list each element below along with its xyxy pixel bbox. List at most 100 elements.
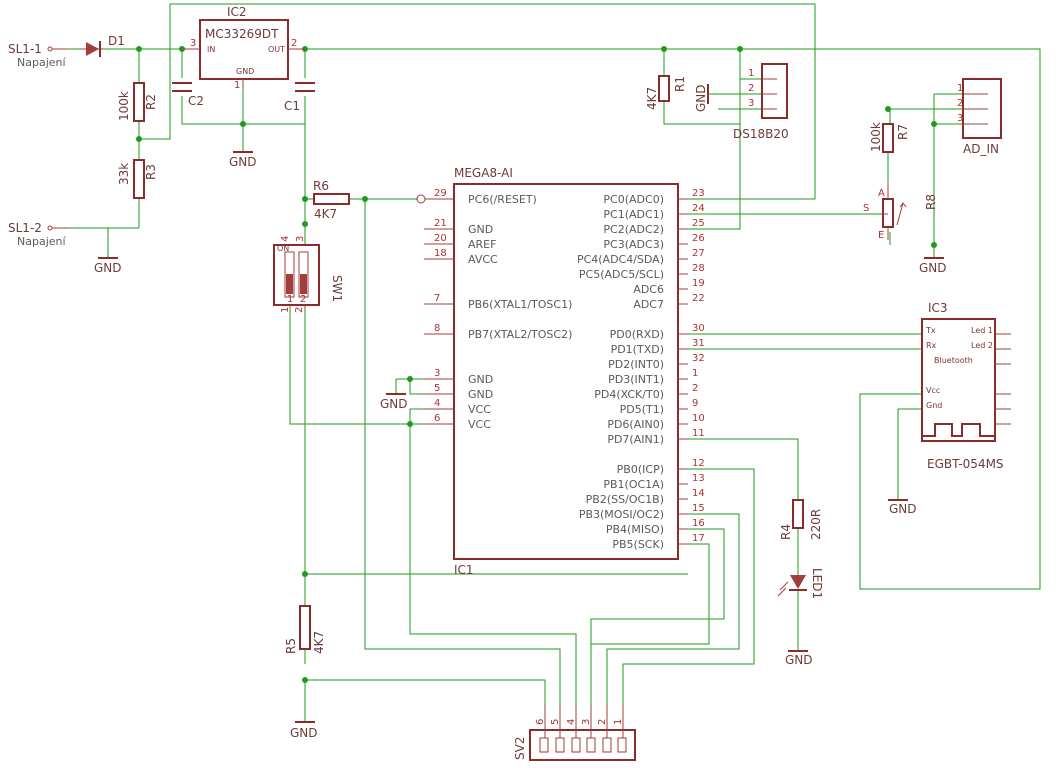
mcu-pin-name: PD6(AIN0) bbox=[607, 418, 664, 431]
resistor-r4: R4 220R bbox=[779, 499, 823, 540]
ic3-name: IC3 bbox=[928, 301, 948, 315]
mcu-pin-num: 10 bbox=[692, 413, 705, 424]
gnd-label: GND bbox=[290, 726, 318, 740]
diode-d1: D1 bbox=[80, 34, 125, 57]
mcu-pin-name: ADC6 bbox=[633, 283, 664, 296]
ic1-value: MEGA8-AI bbox=[454, 166, 513, 180]
mcu-pin-num: 3 bbox=[434, 368, 440, 379]
resistor-r5: R5 4K7 bbox=[284, 605, 326, 654]
ic2-pin-in: IN bbox=[207, 45, 215, 54]
r5-name: R5 bbox=[284, 638, 298, 654]
sv2-pin-4: 4 bbox=[566, 719, 577, 725]
mcu-pin-num: 8 bbox=[434, 323, 440, 334]
mcu-pin-name: PC1(ADC1) bbox=[603, 208, 664, 221]
mcu-pin-num: 23 bbox=[692, 188, 705, 199]
sv2-pin-5: 5 bbox=[550, 719, 561, 725]
mcu-pin-num: 9 bbox=[692, 398, 698, 409]
mcu-pin-num: 32 bbox=[692, 353, 705, 364]
r1-name: R1 bbox=[673, 76, 687, 92]
c2-label: C2 bbox=[188, 94, 204, 108]
mcu-pin-name: PD4(XCK/T0) bbox=[594, 388, 664, 401]
capacitor-c1: C1 bbox=[284, 82, 315, 113]
mcu-pin-num: 13 bbox=[692, 473, 705, 484]
ds-gnd-label: GND bbox=[694, 84, 708, 112]
connector-ds18b20: 1 2 3 DS18B20 GND bbox=[694, 63, 789, 141]
ic3-pin-gnd: Gnd bbox=[926, 401, 942, 410]
sl1-2-connector: SL1-2 Napajení bbox=[8, 221, 67, 248]
sv2-pin-2: 2 bbox=[597, 719, 608, 725]
mcu-pin-name: PB0(ICP) bbox=[617, 463, 664, 476]
r2-value: 100k bbox=[117, 91, 131, 121]
r4-value: 220R bbox=[809, 509, 823, 540]
mcu-pin-name: PB6(XTAL1/TOSC1) bbox=[468, 298, 572, 311]
mcu-pin-name: PC5(ADC5/SCL) bbox=[579, 268, 664, 281]
gnd-symbol: GND bbox=[380, 393, 408, 411]
d1-label: D1 bbox=[108, 34, 125, 48]
sv2-pin-1: 1 bbox=[613, 719, 624, 725]
mcu-pin-num: 25 bbox=[692, 218, 705, 229]
r3-value: 33k bbox=[117, 163, 131, 185]
ad-name: AD_IN bbox=[963, 142, 999, 156]
mcu-pin-name: VCC bbox=[468, 418, 491, 431]
gnd-symbol: GND bbox=[229, 151, 257, 169]
mcu-pin-num: 1 bbox=[692, 368, 698, 379]
ic2-pin-out: OUT bbox=[268, 45, 285, 54]
mcu-pin-num: 6 bbox=[434, 413, 440, 424]
ic3-pin-rx: Rx bbox=[926, 341, 937, 350]
mcu-pin-name: PC3(ADC3) bbox=[603, 238, 664, 251]
mcu-pin-name: PC4(ADC4/SDA) bbox=[577, 253, 664, 266]
sw1-pin-3: 3 bbox=[295, 236, 306, 242]
sw1-on-label: ON bbox=[277, 244, 289, 253]
mcu-pin-name: ADC7 bbox=[633, 298, 664, 311]
mcu-pin-num: 26 bbox=[692, 233, 705, 244]
ds-pin-2: 2 bbox=[748, 83, 754, 94]
mcu-pin-num: 18 bbox=[434, 248, 447, 259]
ic2-value: MC33269DT bbox=[205, 27, 279, 41]
r8-name: R8 bbox=[924, 194, 938, 210]
mcu-pin-num: 4 bbox=[434, 398, 440, 409]
mcu-pin-name: PB4(MISO) bbox=[606, 523, 664, 536]
mcu-pin-name: PD7(AIN1) bbox=[607, 433, 664, 446]
connector-ad-in: 1 2 3 AD_IN bbox=[957, 78, 1002, 156]
sl1-1-label: Napajení bbox=[17, 56, 66, 69]
resistor-r7: R7 100k bbox=[869, 122, 910, 153]
gnd-label: GND bbox=[380, 397, 408, 411]
mcu-pin-name: VCC bbox=[468, 403, 491, 416]
ic3-pin-led1: Led 1 bbox=[971, 326, 993, 335]
ic2-pin-num-in: 3 bbox=[190, 38, 196, 49]
mcu-pin-name: PC2(ADC2) bbox=[603, 223, 664, 236]
mcu-pin-name: PD0(RXD) bbox=[610, 328, 664, 341]
mcu-pin-num: 21 bbox=[434, 218, 447, 229]
ds-pin-1: 1 bbox=[748, 68, 754, 79]
mcu-pin-name: GND bbox=[468, 373, 493, 386]
r8-pin-e: E bbox=[878, 230, 884, 241]
r4-name: R4 bbox=[779, 524, 793, 540]
r2-name: R2 bbox=[144, 94, 158, 110]
r6-name: R6 bbox=[313, 179, 329, 193]
gnd-label: GND bbox=[229, 155, 257, 169]
mcu-pin-name: AREF bbox=[468, 238, 496, 251]
mcu-pin-num: 30 bbox=[692, 323, 705, 334]
sw1-pin-2: 2 bbox=[294, 307, 305, 313]
mcu-pin-num: 28 bbox=[692, 263, 705, 274]
gnd-label: GND bbox=[785, 653, 813, 667]
mcu-pin-name: GND bbox=[468, 223, 493, 236]
ic2-pin-gnd: GND bbox=[236, 67, 254, 76]
resistor-r1: R1 4K7 bbox=[645, 75, 687, 110]
sw1-pin-4: 4 bbox=[280, 236, 291, 242]
mcu-pin-num: 16 bbox=[692, 518, 705, 529]
ic2-name: IC2 bbox=[227, 5, 247, 19]
r7-name: R7 bbox=[896, 124, 910, 140]
ic1-name: IC1 bbox=[454, 563, 474, 577]
r3-name: R3 bbox=[144, 164, 158, 180]
mcu-pin-name: PB7(XTAL2/TOSC2) bbox=[468, 328, 572, 341]
gnd-symbol: GND bbox=[919, 257, 947, 275]
sl1-2-name: SL1-2 bbox=[8, 221, 42, 235]
header-sv2: 6 5 4 3 2 1 SV2 bbox=[513, 705, 636, 761]
mcu-pin-name: PB2(SS/OC1B) bbox=[586, 493, 664, 506]
r8-pin-a: A bbox=[878, 188, 885, 199]
ds-pin-3: 3 bbox=[748, 98, 754, 109]
ad-pin-3: 3 bbox=[957, 113, 963, 124]
ds-name: DS18B20 bbox=[733, 127, 789, 141]
